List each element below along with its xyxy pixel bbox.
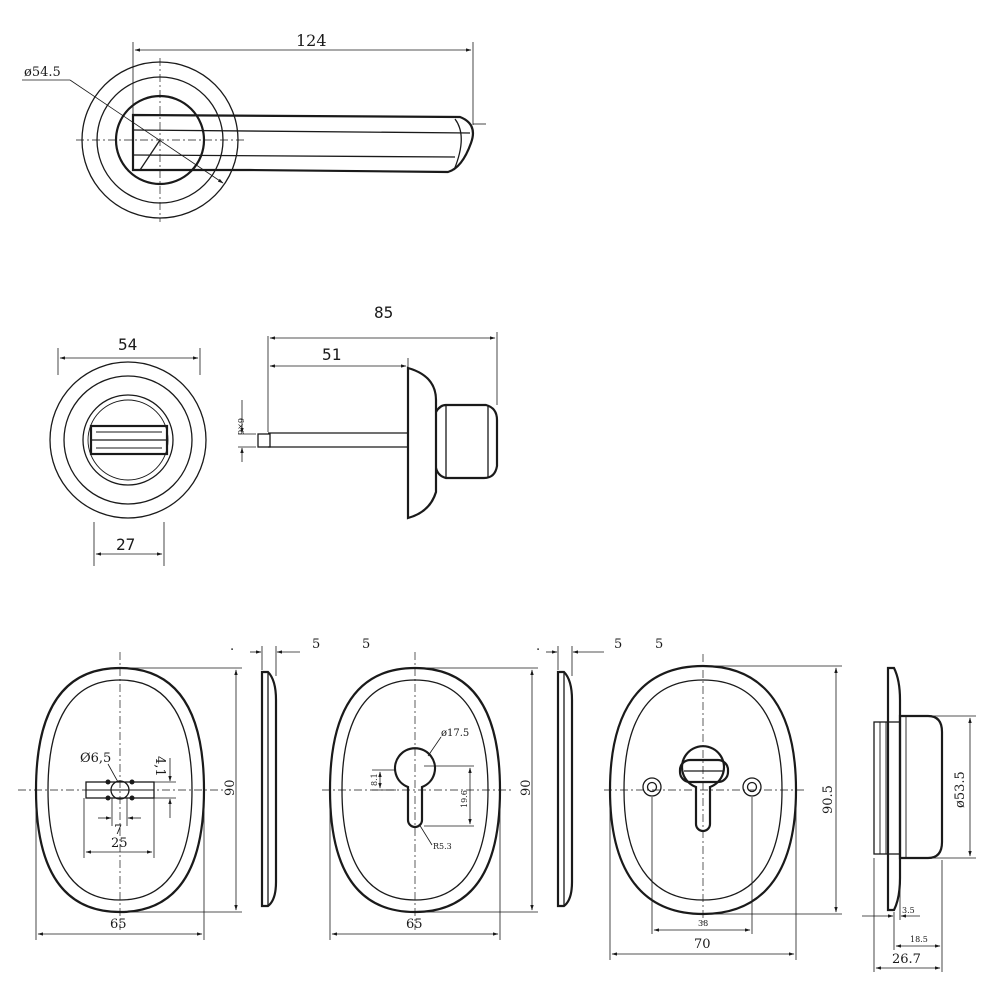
- key-thickness-label: 5: [312, 637, 320, 652]
- key-slot-width-label: 7: [114, 823, 122, 838]
- armored-extra-label: 5: [655, 637, 663, 652]
- thumbturn-spindle-label: 6×6: [236, 418, 245, 435]
- key-slot-height-label: 4,1: [152, 756, 167, 777]
- profile-small-label: 3.5: [902, 906, 915, 915]
- profile-diameter-label: ø53.5: [953, 771, 968, 808]
- cyl-width-label: 65: [406, 917, 423, 932]
- privacy-thumbturn-view: 54 27 6×6 51 85: [49, 303, 499, 566]
- svg-text:.: .: [230, 639, 234, 654]
- cylinder-escutcheon-view: ø17.5 8.1 19.6 R5.3 65 90 5 . 5: [322, 637, 622, 940]
- thumbturn-total-length-label: 85: [374, 303, 393, 322]
- key-escutcheon-view: Ø6,5 4,1 7 25 65 90 . 5: [18, 637, 320, 940]
- cyl-extra-label: 5: [362, 637, 370, 652]
- key-width-label: 65: [110, 917, 127, 932]
- side-profile-view: ø53.5 3.5 18.5 26.7: [862, 666, 976, 972]
- lever-handle-view: ø54.5 124: [22, 31, 486, 222]
- thumbturn-inner-width-label: 27: [116, 535, 135, 554]
- cyl-hole-diameter-label: ø17.5: [441, 728, 469, 739]
- cyl-upper-offset-label: 8.1: [370, 773, 379, 786]
- armored-width-label: 70: [694, 937, 711, 952]
- armored-escutcheon-view: 38 70 90.5 5 5: [604, 637, 842, 960]
- key-hole-diameter-label: Ø6,5: [80, 751, 111, 766]
- cyl-height-label: 90: [519, 779, 534, 796]
- cyl-radius-label: R5.3: [433, 842, 452, 851]
- armored-height-label: 90.5: [821, 785, 836, 814]
- cyl-lower-length-label: 19.6: [460, 790, 469, 808]
- key-height-label: 90: [223, 779, 238, 796]
- lever-length-label: 124: [296, 31, 327, 50]
- thumbturn-spindle-length-label: 51: [322, 345, 341, 364]
- lever-rose-diameter-label: ø54.5: [24, 65, 61, 80]
- profile-mid-label: 18.5: [910, 935, 928, 944]
- svg-text:.: .: [536, 639, 540, 654]
- thumbturn-rose-diameter-label: 54: [118, 335, 137, 354]
- armored-screw-spacing-label: 38: [698, 919, 708, 928]
- cyl-thickness-label: 5: [614, 637, 622, 652]
- key-inner-width-label: 25: [111, 836, 128, 851]
- profile-total-label: 26.7: [892, 952, 921, 967]
